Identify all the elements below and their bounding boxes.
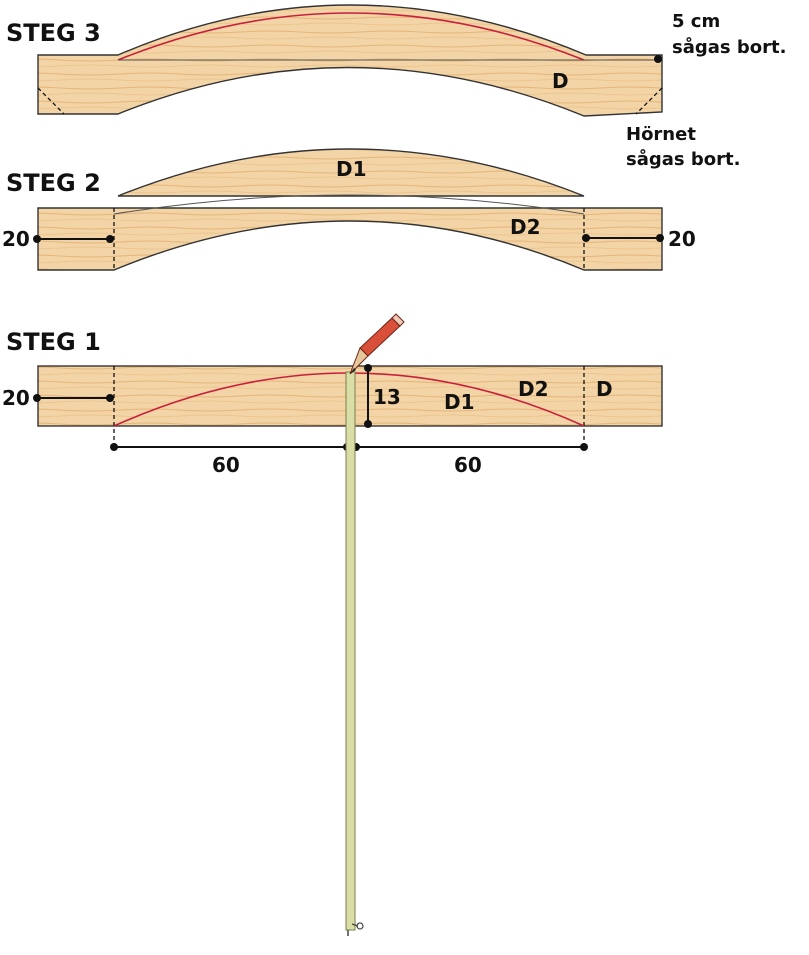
step-2-right-dim-dot-b bbox=[656, 234, 664, 242]
step-1-dim-left-span: 60 bbox=[212, 453, 240, 477]
step-1-part-d1: D1 bbox=[444, 390, 475, 414]
step-1-part-d: D bbox=[596, 377, 613, 401]
step-2-group: STEG 2 D1 D2 20 20 bbox=[2, 148, 696, 271]
step-1-span-dot-right bbox=[580, 443, 588, 451]
step-2-dim-left: 20 bbox=[2, 227, 30, 251]
step-2-left-dim-dot-b bbox=[106, 235, 114, 243]
step-1-span-dot-left bbox=[110, 443, 118, 451]
step-2-right-dim-dot-a bbox=[582, 234, 590, 242]
step-1-title: STEG 1 bbox=[6, 328, 101, 356]
step-3-title: STEG 3 bbox=[6, 19, 101, 47]
step-1-height-dot-top bbox=[364, 364, 372, 372]
step-3-right-corner-dash bbox=[635, 87, 663, 115]
step-3-note-cut-line1: 5 cm bbox=[672, 11, 720, 32]
step-3-left-corner-dash bbox=[37, 87, 65, 115]
measuring-stick bbox=[345, 371, 356, 931]
step-2-title: STEG 2 bbox=[6, 169, 101, 197]
step-3-note-corner-line2: sågas bort. bbox=[626, 148, 740, 170]
step-1-part-d2: D2 bbox=[518, 377, 549, 401]
step-1-left-dim-dot-b bbox=[106, 394, 114, 402]
step-3-part-d: D bbox=[552, 69, 569, 93]
step-1-left-dim-dot-a bbox=[33, 394, 41, 402]
step-3-arched-board bbox=[37, 4, 663, 117]
step-2-dim-right: 20 bbox=[668, 227, 696, 251]
step-3-arc-line bbox=[117, 12, 585, 61]
step-2-piece-d2 bbox=[37, 207, 663, 271]
step-1-dim-height: 13 bbox=[373, 385, 401, 409]
step-1-dim-right-span: 60 bbox=[454, 453, 482, 477]
step-3-note-corner-line1: Hörnet bbox=[626, 124, 696, 145]
step-3-cut-dot bbox=[654, 55, 662, 63]
step-1-height-dot-bottom bbox=[364, 420, 372, 428]
step-1-dim-left: 20 bbox=[2, 386, 30, 410]
step-3-note-cut-line2: sågas bort. bbox=[672, 36, 786, 58]
step-2-part-d1: D1 bbox=[336, 157, 367, 181]
step-2-inner-arc bbox=[113, 194, 585, 215]
step-2-left-dim-dot-a bbox=[33, 235, 41, 243]
step-2-piece-d1 bbox=[117, 148, 585, 197]
step-2-part-d2: D2 bbox=[510, 215, 541, 239]
pencil-icon bbox=[349, 313, 405, 375]
step-3-group: STEG 3 D 5 cm sågas bort. Hörnet sågas b… bbox=[6, 4, 786, 170]
step-1-group: STEG 1 20 13 D1 D2 D 60 60 bbox=[2, 313, 663, 936]
